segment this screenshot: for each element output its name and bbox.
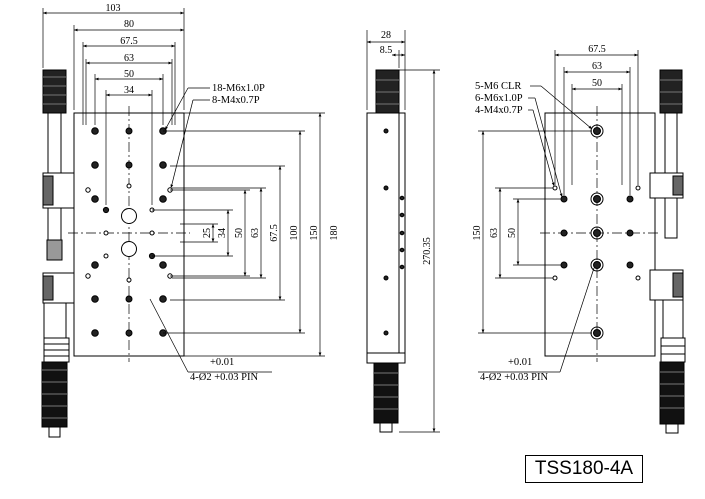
back-lower-knob [659, 361, 685, 425]
front-dim-63v: 63 [250, 228, 261, 238]
front-dim-80: 80 [124, 19, 134, 30]
front-dim-34: 34 [124, 85, 134, 96]
front-dim-50: 50 [124, 69, 134, 80]
side-view [366, 30, 440, 433]
front-dim-63: 63 [124, 53, 134, 64]
back-pin-tol: +0.01 [508, 357, 532, 368]
back-dim-67-5: 67.5 [588, 44, 606, 55]
front-dim-103: 103 [106, 3, 121, 14]
front-dim-67-5v: 67.5 [269, 224, 280, 242]
front-view [41, 8, 325, 438]
front-dim-150: 150 [309, 226, 320, 241]
back-pin-note: 4-Ø2 +0.03 PIN [480, 372, 548, 383]
back-dim-63: 63 [592, 61, 602, 72]
side-lower-knob [373, 362, 399, 424]
back-clr-holes [590, 124, 604, 340]
front-m6-holes [91, 127, 167, 337]
side-dim-8-5: 8.5 [380, 45, 393, 56]
front-view-labels: 103 80 67.5 63 50 34 25 34 50 63 67.5 10… [106, 3, 341, 383]
front-pin-note: 4-Ø2 +0.03 PIN [190, 372, 258, 383]
back-view [478, 50, 686, 434]
front-dim-180: 180 [329, 226, 340, 241]
front-pin-tol: +0.01 [210, 357, 234, 368]
model-label: TSS180-4A [525, 455, 643, 483]
back-dim-50: 50 [592, 78, 602, 89]
back-view-labels: 67.5 63 50 150 63 50 5-M6 CLR 6-M6x1.0P … [472, 44, 606, 383]
front-dim-67-5: 67.5 [120, 36, 138, 47]
back-dim-50v: 50 [507, 228, 518, 238]
back-dim-63v: 63 [489, 228, 500, 238]
back-callout-m4: 4-M4x0.7P [475, 105, 523, 116]
front-callout-m4: 8-M4x0.7P [212, 95, 260, 106]
back-callout-clr: 5-M6 CLR [475, 81, 521, 92]
front-dim-100: 100 [289, 226, 300, 241]
side-dim-270-35: 270.35 [422, 237, 433, 265]
front-dim-34v: 34 [217, 228, 228, 238]
front-knob [42, 69, 67, 114]
back-callout-m6: 6-M6x1.0P [475, 93, 523, 104]
front-callout-m6: 18-M6x1.0P [212, 83, 265, 94]
side-view-labels: 28 8.5 270.35 [380, 30, 433, 265]
side-dim-28: 28 [381, 30, 391, 41]
front-dim-50v: 50 [234, 228, 245, 238]
back-dim-150: 150 [472, 226, 483, 241]
front-dim-25: 25 [202, 228, 213, 238]
